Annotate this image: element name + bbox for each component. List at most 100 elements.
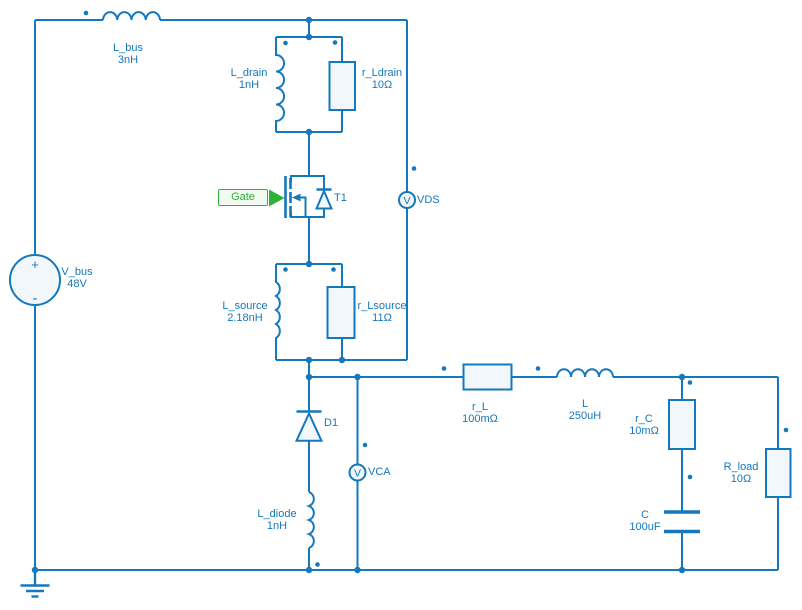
vds-circle[interactable] xyxy=(398,191,416,209)
rload-label: R_load 10Ω xyxy=(711,461,771,485)
l-value: 250uH xyxy=(568,410,602,422)
rc-label: r_C 10mΩ xyxy=(614,413,674,437)
voltmeter-vca[interactable]: V xyxy=(348,463,367,482)
junction-dot xyxy=(678,566,686,574)
rl-label: r_L 100mΩ xyxy=(450,401,510,425)
diode-d1[interactable] xyxy=(294,410,324,442)
lbus-label: L_bus 3nH xyxy=(98,42,158,66)
t1-bottom-bracket xyxy=(290,212,325,218)
junction-dot xyxy=(305,356,313,364)
vbus-circle[interactable] xyxy=(9,254,61,306)
ldrain-name: L_drain xyxy=(230,67,268,79)
marker-dot xyxy=(83,10,89,16)
vca-v-glyph: V xyxy=(354,467,361,479)
lsource-value: 2.18nH xyxy=(227,312,263,324)
lbus-coil[interactable] xyxy=(102,11,161,21)
ldiode-name: L_diode xyxy=(257,508,297,520)
rl-body[interactable] xyxy=(462,363,513,391)
vds-label: VDS xyxy=(417,194,440,206)
lbus-name: L_bus xyxy=(113,42,143,54)
rl-name: r_L xyxy=(472,401,488,413)
marker-dot xyxy=(332,40,338,45)
rldrain-name: r_Ldrain xyxy=(361,67,403,79)
resistor-rc[interactable] xyxy=(668,399,696,450)
resistor-rl[interactable] xyxy=(462,363,513,391)
junction-dot xyxy=(305,33,313,41)
marker-dot xyxy=(411,166,417,171)
rc-body[interactable] xyxy=(668,399,696,450)
voltage-source-vbus[interactable]: + - xyxy=(9,254,61,307)
l-label: L 250uH xyxy=(555,398,615,422)
vbus-value: 48V xyxy=(67,278,87,290)
d1-triangle xyxy=(294,411,324,442)
vbus-minus-sign: - xyxy=(33,290,38,307)
junction-dot xyxy=(354,373,361,381)
lsource-coil[interactable] xyxy=(274,264,281,360)
c-value: 100uF xyxy=(629,521,661,533)
marker-dot xyxy=(331,267,336,272)
lbus-value: 3nH xyxy=(117,54,139,66)
vbus-name: V_bus xyxy=(61,266,93,278)
marker-dot xyxy=(535,366,541,371)
resistor-rload[interactable] xyxy=(765,448,792,498)
drain-parasitic-network[interactable] xyxy=(275,36,356,133)
junction-dots xyxy=(31,16,686,574)
vds-name: VDS xyxy=(417,194,440,206)
marker-dot xyxy=(362,442,368,448)
inductor-l[interactable] xyxy=(556,368,614,378)
c-name: C xyxy=(641,509,649,521)
ldiode-coil[interactable] xyxy=(306,491,315,549)
mosfet-t1[interactable] xyxy=(284,132,334,264)
t1-label: T1 xyxy=(334,192,347,204)
lsource-label: L_source 2.18nH xyxy=(215,300,275,324)
t1-diode-triangle xyxy=(314,188,334,210)
vbus-plus-sign: + xyxy=(31,257,39,272)
rlsource-value: 11Ω xyxy=(372,312,392,324)
rl-value: 100mΩ xyxy=(462,413,498,425)
capacitor-c[interactable] xyxy=(664,510,700,534)
l-coil[interactable] xyxy=(556,368,614,378)
vbus-label: V_bus 48V xyxy=(47,266,107,290)
c-label: C 100uF xyxy=(615,509,675,533)
ldiode-value: 1nH xyxy=(266,520,288,532)
vca-label: VCA xyxy=(368,466,391,478)
l-name: L xyxy=(581,398,589,410)
voltmeter-vds[interactable]: V xyxy=(398,191,416,209)
junction-dot xyxy=(31,566,39,574)
rc-name: r_C xyxy=(635,413,653,425)
gate-port-arrow[interactable] xyxy=(269,189,285,207)
rload-body[interactable] xyxy=(765,448,792,498)
inductor-ldiode[interactable] xyxy=(306,491,315,549)
vca-circle[interactable] xyxy=(348,463,367,482)
inductor-lbus[interactable] xyxy=(102,11,161,21)
rlsource-name: r_Lsource xyxy=(357,300,407,312)
t1-body-arrow xyxy=(292,193,301,202)
junction-dot xyxy=(305,16,313,24)
t1-designator: T1 xyxy=(334,192,347,204)
rldrain-label: r_Ldrain 10Ω xyxy=(352,67,412,91)
wires xyxy=(34,19,779,571)
ground-symbol[interactable] xyxy=(20,570,50,598)
vds-v-glyph: V xyxy=(403,195,410,207)
ldiode-label: L_diode 1nH xyxy=(247,508,307,532)
rlsource-body[interactable] xyxy=(326,286,356,339)
marker-dot xyxy=(283,40,288,46)
ldrain-coil[interactable] xyxy=(275,37,285,132)
vca-name: VCA xyxy=(368,466,391,478)
junction-dot xyxy=(305,566,313,574)
marker-dot xyxy=(441,366,447,371)
marker-dot xyxy=(687,380,693,385)
rldrain-value: 10Ω xyxy=(371,79,393,91)
gate-port-label: Gate xyxy=(231,191,255,203)
marker-dot xyxy=(687,474,693,480)
rldrain-body[interactable] xyxy=(328,61,356,111)
marker-dots xyxy=(83,10,789,567)
marker-dot xyxy=(783,427,789,433)
lsource-name: L_source xyxy=(222,300,268,312)
gate-port[interactable]: Gate xyxy=(218,189,268,206)
marker-dot xyxy=(283,267,288,272)
rlsource-label: r_Lsource 11Ω xyxy=(352,300,412,324)
t1-mid-stub xyxy=(299,196,307,217)
